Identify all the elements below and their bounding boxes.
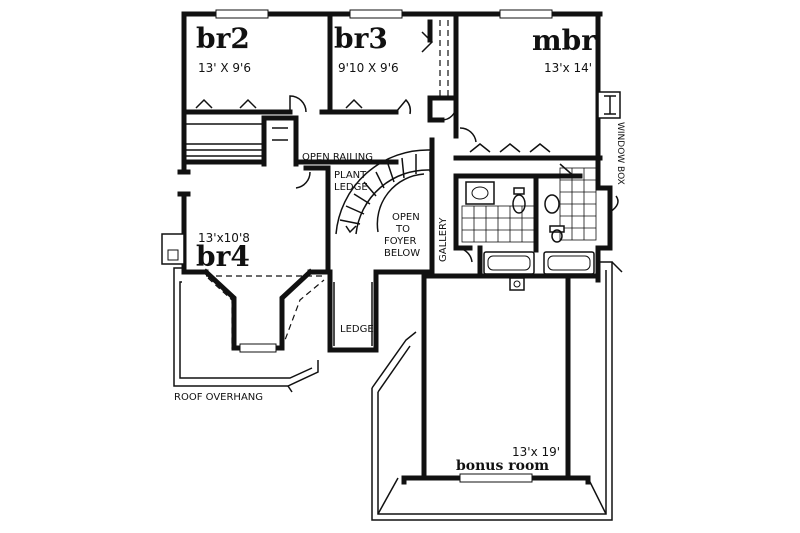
- room-dim-bonus: 13'x 19': [512, 445, 560, 459]
- bonus-room-walls: [401, 269, 591, 485]
- room-name-mbr: mbr: [532, 24, 597, 57]
- room-dim-br2: 13' X 9'6: [198, 61, 251, 75]
- gallery-label: GALLERY: [438, 217, 449, 262]
- bath-fixtures: [465, 181, 595, 291]
- bonus-roof-outline: [371, 261, 623, 521]
- room-dim-br3: 9'10 X 9'6: [338, 61, 399, 75]
- room-name-br4: br4: [196, 240, 250, 273]
- room-dim-mbr: 13'x 14': [544, 61, 592, 75]
- window-box: [597, 91, 621, 119]
- plant-ledge-label-1: PLANT: [334, 170, 367, 181]
- ledge-label: LEDGE: [340, 324, 374, 335]
- br4-walls: [161, 169, 435, 353]
- open-foyer-label-4: BELOW: [384, 248, 420, 259]
- open-foyer-label-1: OPEN: [392, 212, 420, 223]
- open-railing-label: OPEN RAILING: [302, 152, 373, 163]
- room-name-bonus: bonus room: [456, 458, 549, 474]
- mbr-walls: [453, 117, 603, 279]
- room-name-br2: br2: [196, 22, 250, 55]
- roof-overhang-outline: [173, 267, 319, 393]
- window-box-label: WINDOW BOX: [615, 122, 625, 185]
- top-windows: [215, 9, 553, 19]
- curved-stair: [297, 137, 435, 275]
- closet-doors: [195, 31, 551, 153]
- open-foyer-label-2: TO: [395, 224, 410, 235]
- hall-closet: [181, 115, 299, 167]
- door-swings: [289, 95, 477, 263]
- room-name-br3: br3: [334, 22, 388, 55]
- open-foyer-label-3: FOYER: [384, 236, 417, 247]
- upper-room-walls: [181, 11, 459, 123]
- roof-overhang-label: ROOF OVERHANG: [174, 392, 263, 403]
- plant-ledge-label-2: LEDGE: [334, 182, 368, 193]
- room-dim-br4: 13'x10'8: [198, 231, 250, 245]
